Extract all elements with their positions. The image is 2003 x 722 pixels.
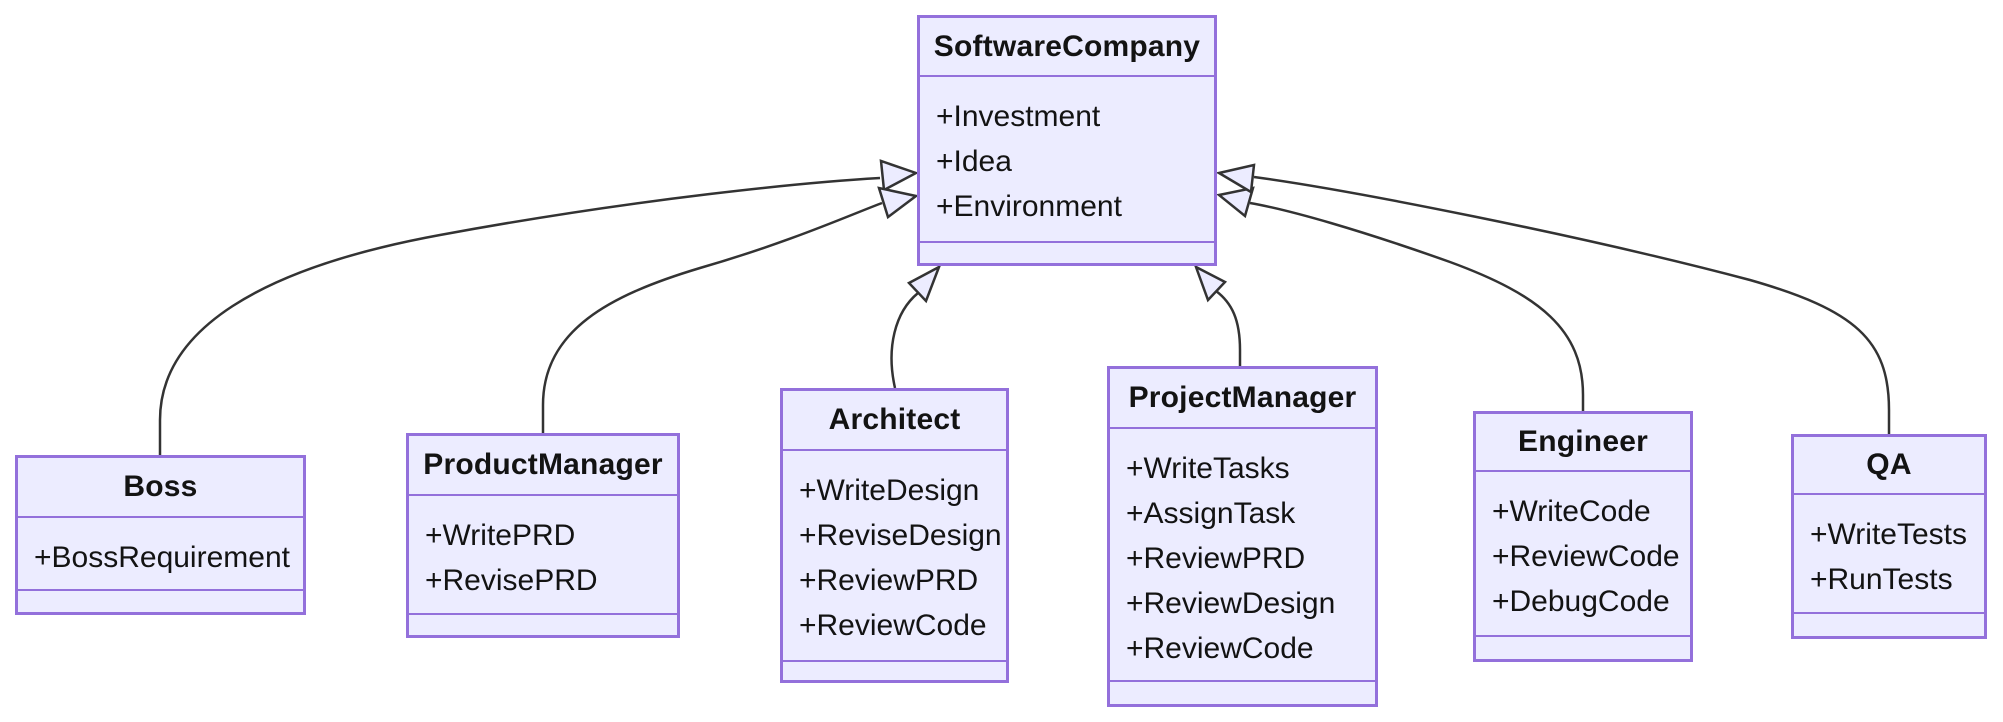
edge-architect-to-softwarecompany: [890, 292, 919, 389]
class-member: +ReviseDesign: [799, 519, 1002, 552]
class-member: +ReviewDesign: [1126, 587, 1336, 620]
class-members: +WriteDesign +ReviseDesign +ReviewPRD +R…: [783, 449, 1006, 660]
class-methods-empty: [1110, 680, 1375, 704]
class-members: +BossRequirement: [18, 516, 303, 589]
class-members: +WriteTests +RunTests: [1794, 493, 1984, 612]
class-member: +BossRequirement: [34, 541, 290, 574]
edge-engineer-to-softwarecompany: [1249, 201, 1585, 411]
class-members: +WritePRD +RevisePRD: [409, 494, 677, 613]
class-member: +WritePRD: [425, 519, 576, 552]
class-member: +WriteTasks: [1126, 452, 1290, 485]
class-box-architect: Architect +WriteDesign +ReviseDesign +Re…: [780, 388, 1009, 683]
inheritance-arrowhead-qa: [1215, 163, 1256, 195]
class-members: +WriteCode +ReviewCode +DebugCode: [1476, 470, 1690, 635]
class-title: Engineer: [1518, 425, 1648, 458]
class-box-engineer: Engineer +WriteCode +ReviewCode +DebugCo…: [1473, 411, 1693, 662]
class-methods-empty: [1794, 612, 1984, 636]
class-title: QA: [1866, 448, 1912, 481]
class-member: +RevisePRD: [425, 564, 598, 597]
inheritance-arrowhead-architect: [906, 264, 942, 304]
class-title: Boss: [123, 470, 198, 503]
class-member: +ReviewCode: [1126, 632, 1314, 665]
class-title: ProductManager: [423, 448, 663, 481]
class-member: +WriteDesign: [799, 474, 980, 507]
class-member: +DebugCode: [1492, 585, 1670, 618]
inheritance-arrowhead-boss: [879, 159, 920, 192]
class-member: +ReviewPRD: [799, 564, 979, 597]
class-member: +RunTests: [1810, 563, 1953, 596]
class-methods-empty: [1476, 635, 1690, 659]
edge-projectmanager-to-softwarecompany: [1215, 290, 1242, 366]
class-member: +Idea: [936, 145, 1012, 178]
inheritance-arrowhead-engineer: [1216, 186, 1255, 219]
edge-productmanager-to-softwarecompany: [541, 201, 883, 433]
class-members: +WriteTasks +AssignTask +ReviewPRD +Revi…: [1110, 427, 1375, 680]
inheritance-arrowhead-projectmanager: [1193, 264, 1228, 303]
class-member: +WriteTests: [1810, 518, 1967, 551]
class-methods-empty: [409, 613, 677, 635]
class-title: SoftwareCompany: [933, 29, 1201, 63]
class-member: +WriteCode: [1492, 495, 1651, 528]
class-member: +ReviewCode: [799, 609, 987, 642]
class-member: +Investment: [936, 100, 1101, 133]
class-member: +ReviewCode: [1492, 540, 1680, 573]
class-member: +AssignTask: [1126, 497, 1296, 530]
class-member: +ReviewPRD: [1126, 542, 1306, 575]
edge-qa-to-softwarecompany: [1253, 175, 1891, 434]
class-box-qa: QA +WriteTests +RunTests: [1791, 434, 1987, 639]
class-methods-empty: [18, 589, 303, 612]
class-box-boss: Boss +BossRequirement: [15, 455, 306, 615]
class-members: +Investment +Idea +Environment: [920, 75, 1214, 241]
class-box-projectmanager: ProjectManager +WriteTasks +AssignTask +…: [1107, 366, 1378, 707]
class-methods-empty: [783, 660, 1006, 680]
edge-boss-to-softwarecompany: [158, 176, 881, 455]
inheritance-arrowhead-productmanager: [877, 186, 919, 220]
class-title: ProjectManager: [1128, 381, 1357, 414]
class-member: +Environment: [936, 190, 1122, 223]
class-box-softwarecompany: SoftwareCompany +Investment +Idea +Envir…: [917, 15, 1217, 266]
class-title: Architect: [828, 403, 961, 436]
class-methods-empty: [920, 241, 1214, 263]
class-box-productmanager: ProductManager +WritePRD +RevisePRD: [406, 433, 680, 638]
